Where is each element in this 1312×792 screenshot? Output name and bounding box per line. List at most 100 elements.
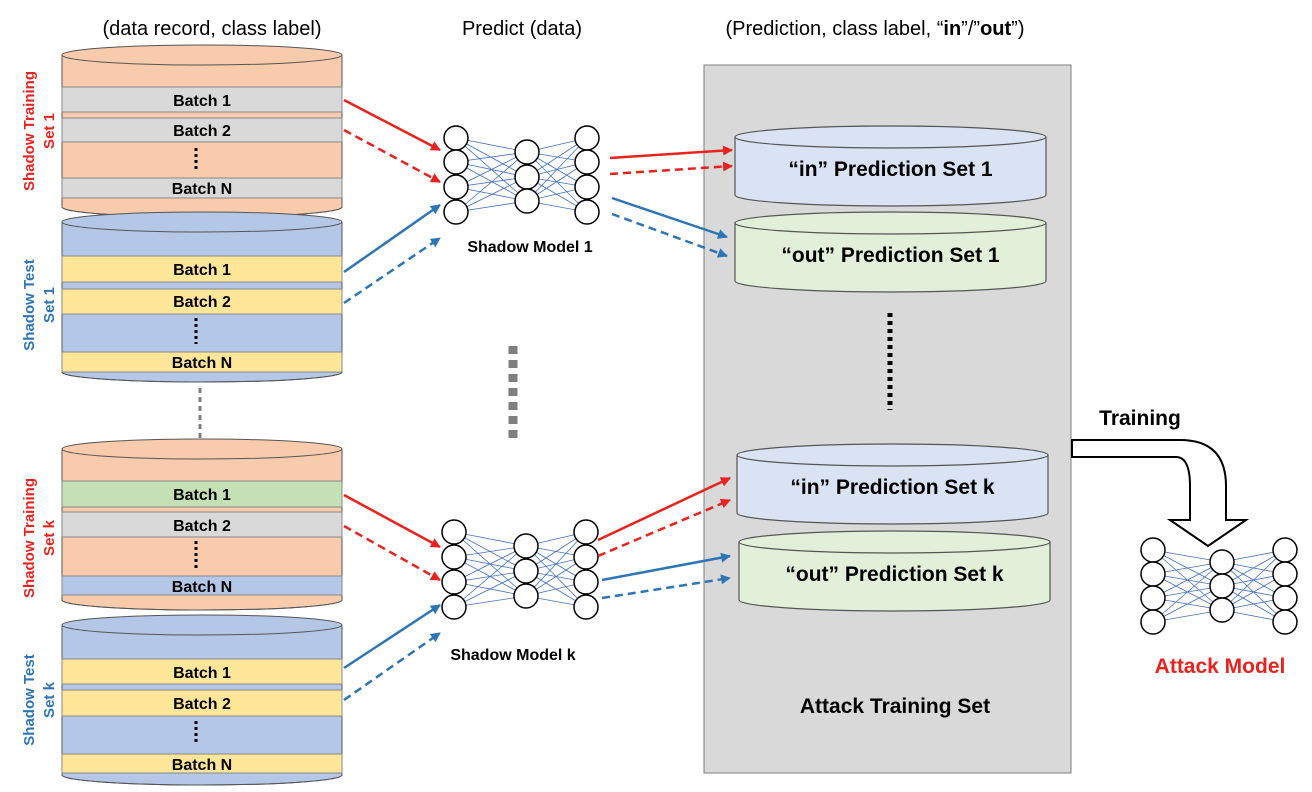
arrow-test1-batch2 <box>343 236 441 305</box>
network-node <box>1209 597 1235 623</box>
network-edge <box>455 137 528 178</box>
batch-band-2 <box>61 117 343 143</box>
cylinder-top <box>61 211 343 233</box>
network-node <box>1140 585 1166 611</box>
batch-band-3 <box>61 177 343 199</box>
batch-band-1 <box>61 255 343 283</box>
dataset-label-line2: Set k <box>41 681 58 718</box>
arrow-model1-out-dashed <box>611 212 728 258</box>
header-in: in <box>943 18 961 40</box>
attack-model-label: Attack Model <box>1155 655 1286 678</box>
prediction-set-label: “in” Prediction Set k <box>790 476 995 499</box>
batch-band-2 <box>61 689 343 717</box>
dataset-label-line1: Shadow Test <box>21 654 38 745</box>
network-node <box>441 544 467 570</box>
arrow-modelk-out-dashed <box>601 574 731 600</box>
attack-training-set-label: Attack Training Set <box>800 695 990 718</box>
network-node <box>573 544 599 570</box>
arrow-modelk-in <box>597 476 731 542</box>
header-prediction-tuple: (Prediction, class label, “in”/”out”) <box>726 18 1025 40</box>
prediction-set-2: “out” Prediction Set 1 <box>734 211 1047 293</box>
cylinder-top <box>61 614 343 636</box>
network-edge <box>1152 561 1223 599</box>
arrow-traink-batch1 <box>343 493 441 549</box>
batch-label: Batch N <box>172 579 232 596</box>
network-node <box>1272 585 1298 611</box>
arrow-modelk-in-dashed <box>597 498 731 558</box>
cylinder-bottom <box>61 599 343 611</box>
arrow-testk-batch2 <box>343 631 441 702</box>
network-edge <box>455 176 528 213</box>
network-node <box>443 199 469 225</box>
network-node <box>574 199 600 225</box>
batch-label: Batch 2 <box>173 696 231 713</box>
arrow-train1-batch2 <box>343 128 441 184</box>
dataset-label-line1: Shadow Test <box>21 259 38 350</box>
prediction-set-1: “in” Prediction Set 1 <box>734 125 1047 207</box>
network-node <box>441 519 467 545</box>
attack-model-network <box>1140 537 1298 635</box>
header-suffix: ”) <box>1011 18 1024 40</box>
networks-group <box>441 125 1298 635</box>
network-edge <box>455 151 528 188</box>
prediction-set-top <box>738 530 1051 554</box>
network-node <box>1272 609 1298 635</box>
header-out: out <box>980 18 1011 40</box>
dataset-label-line2: Set 1 <box>41 113 58 149</box>
arrow-test1-batch1 <box>343 203 441 274</box>
arrow-model1-in-dashed <box>609 161 733 176</box>
network-node <box>1272 561 1298 587</box>
network-node <box>514 139 540 165</box>
batch-label: Batch 2 <box>173 294 231 311</box>
network-node <box>573 594 599 620</box>
network-node <box>441 569 467 595</box>
network-node <box>1209 573 1235 599</box>
network-node <box>441 594 467 620</box>
shadow-model-k-label: Shadow Model k <box>450 647 575 664</box>
dataset-label-line2: Set 1 <box>41 287 58 323</box>
batch-band-1 <box>61 480 343 508</box>
prediction-set-top <box>734 211 1047 235</box>
network-node <box>573 519 599 545</box>
network-node <box>514 164 540 190</box>
network-edge <box>1221 549 1286 611</box>
header-prefix: (Prediction, class label, “ <box>726 18 944 40</box>
network-edge <box>453 545 527 608</box>
shadow-model-1-network <box>443 125 600 225</box>
network-edge <box>1152 561 1223 623</box>
network-node <box>574 125 600 151</box>
batch-label: Batch 1 <box>173 665 231 682</box>
batch-label: Batch N <box>172 355 232 372</box>
batch-band-1 <box>61 658 343 685</box>
batch-label: Batch 1 <box>173 262 231 279</box>
network-node <box>443 149 469 175</box>
header-predict: Predict (data) <box>462 18 582 40</box>
header-data-record: (data record, class label) <box>103 18 322 40</box>
prediction-set-body <box>738 541 1051 612</box>
prediction-set-3: “in” Prediction Set k <box>736 443 1049 525</box>
arrow-model1-out <box>611 196 728 239</box>
network-node <box>514 188 540 214</box>
prediction-set-label: “in” Prediction Set 1 <box>788 158 993 181</box>
arrow-modelk-out <box>601 552 731 582</box>
network-edge <box>453 545 527 583</box>
shadow-model-1-label: Shadow Model 1 <box>467 239 592 256</box>
prediction-set-body <box>734 136 1047 207</box>
network-node <box>443 125 469 151</box>
training-arrow <box>1071 439 1250 548</box>
network-edge <box>526 137 588 202</box>
network-node <box>513 558 539 584</box>
training-label: Training <box>1099 407 1181 430</box>
arrow-train1-batch1 <box>343 98 441 152</box>
network-node <box>1272 537 1298 563</box>
batch-band-2 <box>61 511 343 538</box>
header-sep: ”/” <box>961 18 980 40</box>
